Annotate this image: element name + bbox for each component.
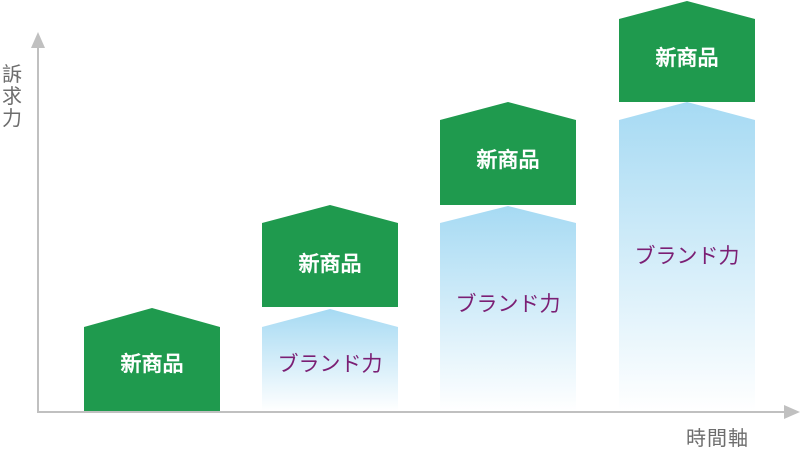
new-product-label: 新商品 <box>656 46 719 70</box>
new-product-label: 新商品 <box>121 352 184 376</box>
brand-label: ブランド力 <box>456 292 561 316</box>
x-axis-label: 時間軸 <box>686 426 749 450</box>
stage-1: 新商品 <box>84 308 220 411</box>
y-axis-arrow <box>31 32 45 48</box>
stage-4: ブランド力 新商品 <box>619 1 755 411</box>
new-product-house <box>440 102 576 205</box>
brand-block <box>619 102 755 411</box>
new-product-house <box>619 1 755 102</box>
x-axis-arrow <box>784 405 800 419</box>
new-product-label: 新商品 <box>299 252 362 276</box>
brand-block <box>440 206 576 411</box>
brand-label: ブランド力 <box>278 352 383 376</box>
new-product-house <box>262 205 398 307</box>
y-axis-label: 訴求力 <box>2 62 22 130</box>
axes <box>31 32 800 419</box>
new-product-label: 新商品 <box>477 148 540 172</box>
stage-2: ブランド力 新商品 <box>262 205 398 411</box>
new-product-house <box>84 308 220 411</box>
stage-3: ブランド力 新商品 <box>440 102 576 411</box>
brand-block <box>262 309 398 411</box>
brand-label: ブランド力 <box>635 244 740 268</box>
